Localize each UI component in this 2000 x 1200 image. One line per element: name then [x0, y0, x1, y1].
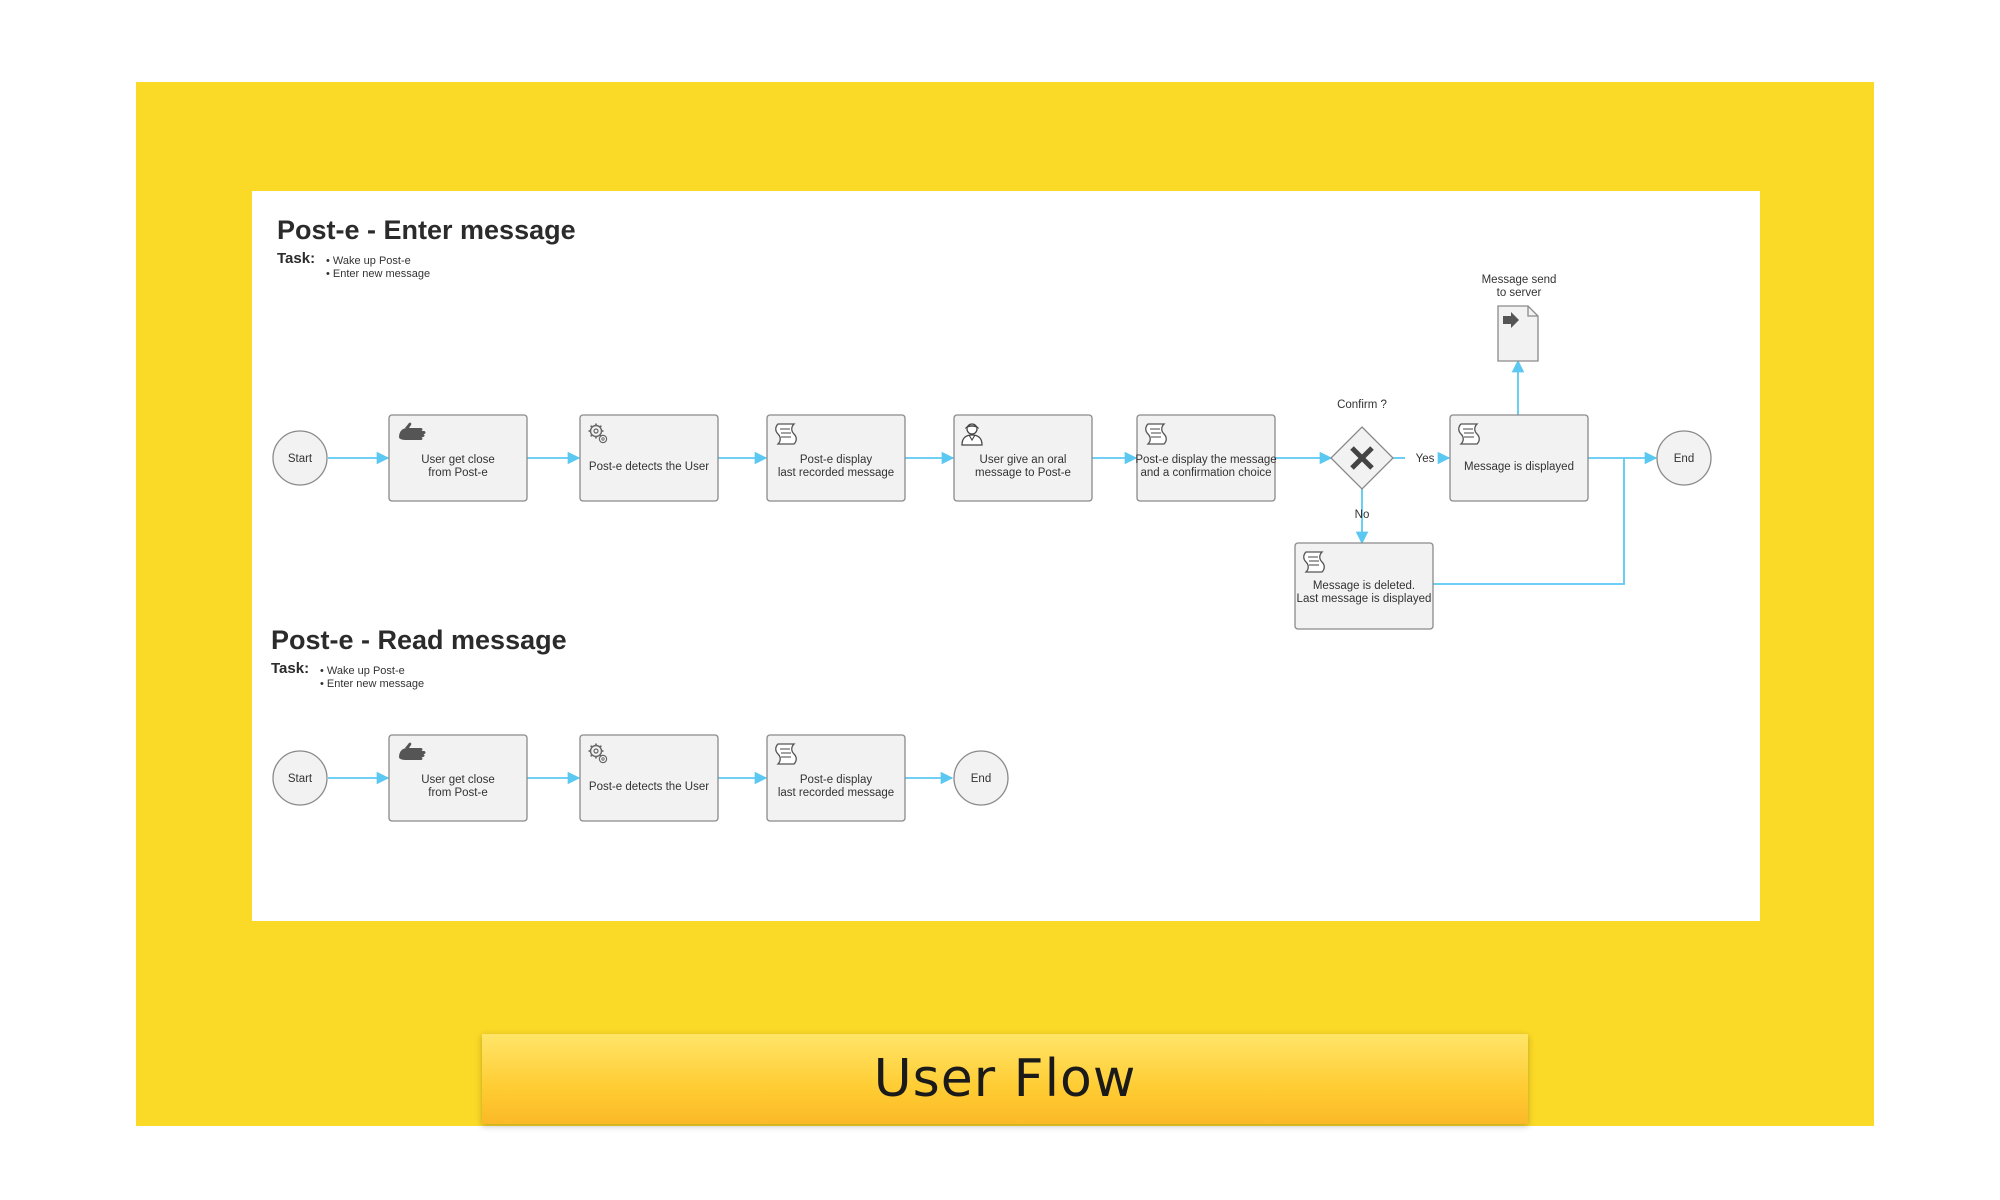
- end-label: End: [1674, 453, 1694, 465]
- step-label: Last message is displayed: [1297, 593, 1432, 605]
- read-step-user-close: User get close from Post-e: [388, 734, 528, 822]
- enter-start-event: Start: [272, 430, 328, 486]
- enter-step-confirmation-choice: Post-e display the message and a confirm…: [1135, 414, 1277, 502]
- flow-arrow: [1433, 458, 1625, 585]
- document-label: Message send: [1482, 274, 1557, 286]
- exclusive-gateway-x-icon: [1350, 446, 1374, 470]
- start-label: Start: [288, 453, 313, 465]
- end-label: End: [971, 773, 991, 785]
- step-label: Post-e display: [800, 454, 872, 466]
- enter-step-message-displayed: Message is displayed: [1449, 414, 1589, 502]
- read-task-item: • Wake up Post-e: [320, 665, 405, 677]
- enter-section-title: Post-e - Enter message: [277, 215, 576, 245]
- step-label: User get close: [421, 774, 495, 786]
- diagram-panel: Post-e - Enter message Task: • Wake up P…: [252, 191, 1760, 921]
- start-label: Start: [288, 773, 313, 785]
- step-label: Message is displayed: [1464, 461, 1574, 473]
- step-label: message to Post-e: [975, 467, 1071, 479]
- step-label: last recorded message: [778, 787, 894, 799]
- enter-step-oral-message: User give an oral message to Post-e: [953, 414, 1093, 502]
- read-start-event: Start: [272, 750, 328, 806]
- step-label: Post-e detects the User: [589, 781, 709, 793]
- user-flow-diagram: Post-e - Enter message Task: • Wake up P…: [271, 215, 1712, 822]
- footer-title: User Flow: [873, 1049, 1137, 1109]
- read-step-detects-user: Post-e detects the User: [579, 734, 719, 822]
- yes-label: Yes: [1416, 453, 1435, 465]
- no-label: No: [1355, 509, 1370, 521]
- document-label: to server: [1497, 287, 1542, 299]
- read-end-event: End: [953, 750, 1009, 806]
- gateway-label: Confirm ?: [1337, 399, 1387, 411]
- step-label: from Post-e: [428, 467, 487, 479]
- read-step-display-last: Post-e display last recorded message: [766, 734, 906, 822]
- confirm-gateway: Confirm ?: [1330, 399, 1394, 490]
- read-task-item: • Enter new message: [320, 678, 424, 690]
- step-label: from Post-e: [428, 787, 487, 799]
- step-label: User get close: [421, 454, 495, 466]
- enter-task-item: • Enter new message: [326, 268, 430, 280]
- server-document: Message send to server: [1482, 274, 1557, 362]
- send-document-icon: [1503, 312, 1519, 328]
- enter-end-event: End: [1656, 430, 1712, 486]
- enter-flow-lines: [328, 359, 1658, 585]
- step-label: User give an oral: [980, 454, 1067, 466]
- enter-step-user-close: User get close from Post-e: [388, 414, 528, 502]
- enter-task-label: Task:: [277, 250, 315, 267]
- enter-task-item: • Wake up Post-e: [326, 255, 411, 267]
- step-label: Post-e detects the User: [589, 461, 709, 473]
- step-label: Post-e display: [800, 774, 872, 786]
- read-task-label: Task:: [271, 660, 309, 677]
- enter-step-display-last: Post-e display last recorded message: [766, 414, 906, 502]
- step-label: Post-e display the message: [1135, 454, 1276, 466]
- step-label: last recorded message: [778, 467, 894, 479]
- enter-step-detects-user: Post-e detects the User: [579, 414, 719, 502]
- enter-step-message-deleted: Message is deleted. Last message is disp…: [1294, 542, 1434, 630]
- footer-banner: User Flow: [482, 1034, 1528, 1124]
- step-label: and a confirmation choice: [1140, 467, 1271, 479]
- read-section-title: Post-e - Read message: [271, 625, 567, 655]
- step-label: Message is deleted.: [1313, 580, 1415, 592]
